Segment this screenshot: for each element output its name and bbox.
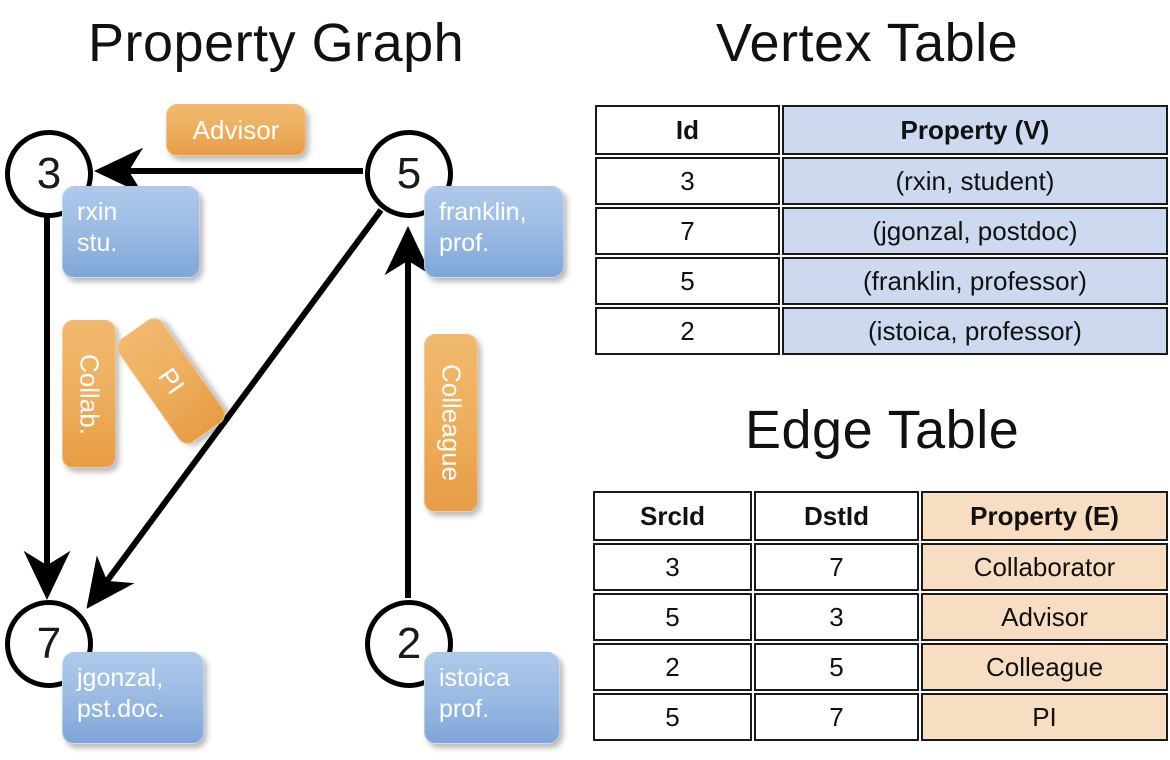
edge-label-advisor: Advisor bbox=[166, 104, 306, 156]
edge-label-colleague: Colleague bbox=[424, 334, 478, 512]
vertex-table-header-property: Property (V) bbox=[781, 105, 1168, 155]
edge-table-header-property: Property (E) bbox=[921, 491, 1168, 541]
graph-edge-lines bbox=[23, 147, 432, 609]
edge-table-header-srcid: SrcId bbox=[593, 491, 753, 541]
vertex-table-cell-id: 3 bbox=[595, 157, 780, 205]
vertex-node-7-label: 7 bbox=[36, 619, 62, 668]
table-row[interactable]: 3 7 Collaborator bbox=[593, 543, 1168, 591]
table-row[interactable]: 5 (franklin, professor) bbox=[595, 257, 1168, 305]
vertex-table-header-row: Id Property (V) bbox=[595, 105, 1168, 155]
vertex-property-franklin-line1: franklin, bbox=[439, 198, 527, 226]
vertex-table-header-id: Id bbox=[595, 105, 780, 155]
vertex-property-istoica-line2: prof. bbox=[439, 695, 490, 724]
edge-label-advisor-text: Advisor bbox=[192, 114, 280, 145]
edge-table-cell-srcid: 2 bbox=[593, 643, 753, 691]
vertex-property-box-istoica: istoica prof. bbox=[424, 652, 560, 744]
vertex-property-jgonzal-line1: jgonzal, bbox=[77, 664, 164, 692]
vertex-node-2-label: 2 bbox=[396, 619, 422, 668]
edge-table-cell-srcid: 3 bbox=[593, 543, 753, 591]
page-title-vertex-table: Vertex Table bbox=[716, 13, 1019, 73]
edge-table-cell-property: Collaborator bbox=[921, 543, 1168, 591]
table-row[interactable]: 3 (rxin, student) bbox=[595, 157, 1168, 205]
vertex-node-3-label: 3 bbox=[36, 149, 62, 198]
table-row[interactable]: 2 (istoica, professor) bbox=[595, 307, 1168, 355]
vertex-property-jgonzal-line2: pst.doc. bbox=[77, 695, 165, 724]
edge-table-cell-dstid: 3 bbox=[754, 593, 920, 641]
vertex-table-cell-property: (jgonzal, postdoc) bbox=[781, 207, 1168, 255]
edge-table-cell-dstid: 7 bbox=[754, 693, 920, 741]
edge-label-colleague-text: Colleague bbox=[436, 364, 467, 482]
edge-table-cell-dstid: 7 bbox=[754, 543, 920, 591]
edge-table-cell-srcid: 5 bbox=[593, 693, 753, 741]
edge-label-collab-text: Collab. bbox=[74, 353, 105, 435]
edge-table-header-row: SrcId DstId Property (E) bbox=[593, 491, 1168, 541]
vertex-property-istoica-line1: istoica bbox=[439, 664, 510, 692]
vertex-table-cell-property: (rxin, student) bbox=[781, 157, 1168, 205]
edge-table-cell-property: Colleague bbox=[921, 643, 1168, 691]
page-title-edge-table: Edge Table bbox=[745, 400, 1020, 460]
vertex-node-5-label: 5 bbox=[396, 149, 422, 198]
vertex-property-box-rxin: rxin stu. bbox=[62, 186, 200, 278]
edge-table: SrcId DstId Property (E) 3 7 Collaborato… bbox=[591, 489, 1170, 743]
edge-table-cell-property: Advisor bbox=[921, 593, 1168, 641]
table-row[interactable]: 5 7 PI bbox=[593, 693, 1168, 741]
edge-label-pi-text: PI bbox=[152, 362, 191, 400]
vertex-table-cell-property: (franklin, professor) bbox=[781, 257, 1168, 305]
property-graph-diagram: 3 5 7 2 rxin stu. franklin, prof. jgonza… bbox=[5, 104, 564, 744]
vertex-table-cell-id: 2 bbox=[595, 307, 780, 355]
vertex-property-box-jgonzal: jgonzal, pst.doc. bbox=[62, 652, 204, 744]
vertex-property-box-franklin: franklin, prof. bbox=[424, 186, 564, 278]
table-row[interactable]: 7 (jgonzal, postdoc) bbox=[595, 207, 1168, 255]
vertex-table-cell-id: 5 bbox=[595, 257, 780, 305]
vertex-node-5[interactable]: 5 bbox=[365, 130, 453, 218]
vertex-node-2[interactable]: 2 bbox=[365, 600, 453, 688]
page-title-property-graph: Property Graph bbox=[88, 13, 465, 73]
edge-table-cell-property: PI bbox=[921, 693, 1168, 741]
edge-line-5-to-7 bbox=[86, 208, 384, 609]
edge-table-cell-dstid: 5 bbox=[754, 643, 920, 691]
table-row[interactable]: 2 5 Colleague bbox=[593, 643, 1168, 691]
edge-table-header-dstid: DstId bbox=[754, 491, 920, 541]
vertex-table-cell-id: 7 bbox=[595, 207, 780, 255]
vertex-table-cell-property: (istoica, professor) bbox=[781, 307, 1168, 355]
table-row[interactable]: 5 3 Advisor bbox=[593, 593, 1168, 641]
vertex-property-franklin-line2: prof. bbox=[439, 229, 490, 258]
vertex-property-rxin-line2: stu. bbox=[77, 229, 118, 258]
vertex-table: Id Property (V) 3 (rxin, student) 7 (jgo… bbox=[593, 103, 1170, 357]
edge-label-collab: Collab. bbox=[62, 320, 116, 468]
edge-table-cell-srcid: 5 bbox=[593, 593, 753, 641]
vertex-property-rxin-line1: rxin bbox=[77, 198, 118, 226]
